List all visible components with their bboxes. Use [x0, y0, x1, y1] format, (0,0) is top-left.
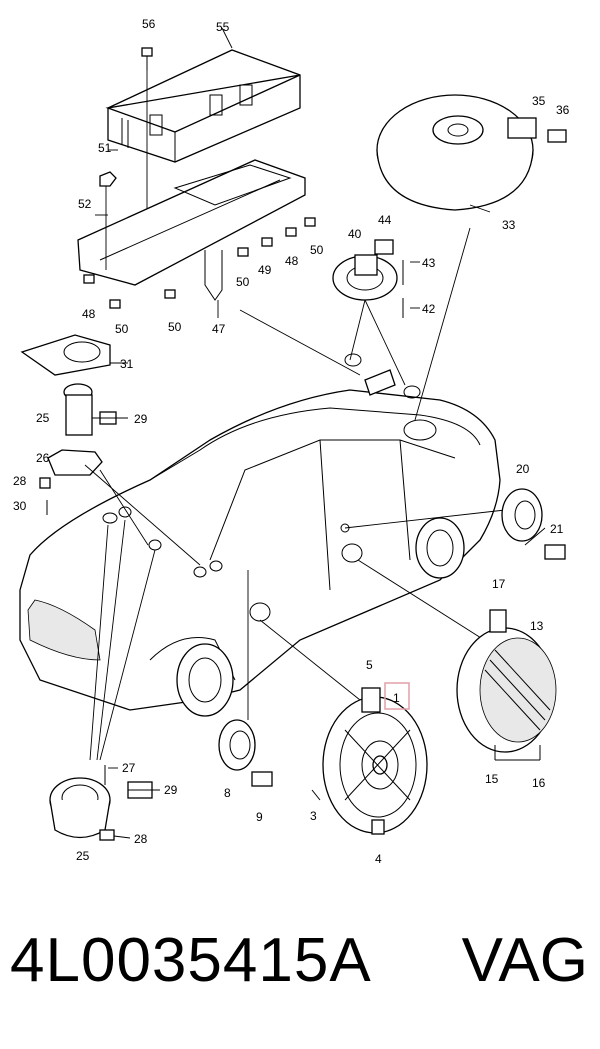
label-30: 30: [13, 499, 27, 513]
label-43: 43: [422, 256, 436, 270]
label-31: 31: [120, 357, 134, 371]
amplifier-unit: [105, 49, 301, 163]
label-56: 56: [142, 17, 156, 31]
label-4: 4: [375, 852, 382, 866]
label-40: 40: [348, 227, 362, 241]
label-13: 13: [530, 619, 544, 633]
label-15: 15: [485, 772, 499, 786]
label-28a: 28: [13, 474, 27, 488]
label-28b: 28: [134, 832, 148, 846]
label-50b: 50: [168, 320, 182, 334]
label-leaders: [92, 27, 546, 839]
label-20: 20: [516, 462, 530, 476]
label-52: 52: [78, 197, 92, 211]
door-tweeter: [218, 719, 273, 787]
brand-name: VAG: [461, 926, 588, 995]
label-55: 55: [216, 20, 230, 34]
highlight-box: [384, 682, 410, 710]
label-25b: 25: [76, 849, 90, 863]
label-51: 51: [98, 141, 112, 155]
tweeter-housing-upper: [20, 334, 117, 515]
label-5: 5: [366, 658, 373, 672]
center-speaker: [332, 239, 406, 386]
label-47: 47: [212, 322, 226, 336]
label-50c: 50: [236, 275, 250, 289]
door-speaker-13: [456, 609, 557, 760]
label-50a: 50: [115, 322, 129, 336]
label-26: 26: [36, 451, 50, 465]
label-35: 35: [532, 94, 546, 108]
part-number: 4L0035415A: [10, 926, 372, 995]
label-29b: 29: [164, 783, 178, 797]
label-21: 21: [550, 522, 564, 536]
label-3: 3: [310, 809, 317, 823]
part-labels: 56 55 51 52 48 50 50 47 50 49 48 50 44 4…: [13, 17, 570, 866]
mounting-plate: [77, 159, 316, 309]
label-16: 16: [532, 776, 546, 790]
label-44: 44: [378, 213, 392, 227]
label-25a: 25: [36, 411, 50, 425]
label-29a: 29: [134, 412, 148, 426]
subwoofer-spare-wheel: [376, 94, 567, 211]
footer: 4L0035415A VAG: [0, 925, 600, 1025]
label-50d: 50: [310, 243, 324, 257]
dash-speaker-lower: [49, 765, 153, 841]
label-48b: 48: [285, 254, 299, 268]
door-speaker-1: [311, 687, 428, 835]
label-42: 42: [422, 302, 436, 316]
car-body: [19, 227, 506, 761]
label-9: 9: [256, 810, 263, 824]
label-36: 36: [556, 103, 570, 117]
label-33: 33: [502, 218, 516, 232]
label-48a: 48: [82, 307, 96, 321]
nut-51: [99, 171, 117, 270]
label-1: 1: [393, 691, 400, 705]
rear-door-speaker: [501, 488, 566, 560]
label-17: 17: [492, 577, 506, 591]
label-8: 8: [224, 786, 231, 800]
label-49: 49: [258, 263, 272, 277]
label-27: 27: [122, 761, 136, 775]
